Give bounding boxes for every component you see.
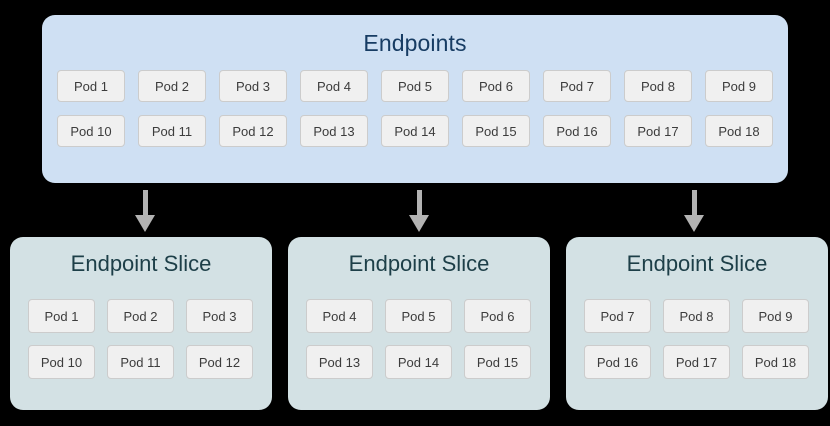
endpoints-pod-row: Pod 1 Pod 2 Pod 3 Pod 4 Pod 5 Pod 6 Pod … xyxy=(57,70,773,102)
endpoint-slice-panel: Endpoint Slice Pod 4 Pod 5 Pod 6 Pod 13 … xyxy=(288,237,550,410)
endpoint-slice-pod-row: Pod 13 Pod 14 Pod 15 xyxy=(306,345,532,379)
endpoints-pod-row: Pod 10 Pod 11 Pod 12 Pod 13 Pod 14 Pod 1… xyxy=(57,115,773,147)
arrow-shaft xyxy=(417,190,422,217)
pod-chip[interactable]: Pod 17 xyxy=(663,345,730,379)
pod-chip[interactable]: Pod 13 xyxy=(300,115,368,147)
pod-chip[interactable]: Pod 4 xyxy=(306,299,373,333)
pod-chip[interactable]: Pod 11 xyxy=(138,115,206,147)
pod-chip[interactable]: Pod 4 xyxy=(300,70,368,102)
pod-chip[interactable]: Pod 12 xyxy=(219,115,287,147)
pod-chip[interactable]: Pod 10 xyxy=(28,345,95,379)
pod-chip[interactable]: Pod 14 xyxy=(385,345,452,379)
down-arrow-icon xyxy=(681,190,707,232)
arrow-head xyxy=(409,215,429,232)
pod-chip[interactable]: Pod 8 xyxy=(624,70,692,102)
pod-chip[interactable]: Pod 6 xyxy=(462,70,530,102)
pod-chip[interactable]: Pod 18 xyxy=(705,115,773,147)
endpoint-slice-title: Endpoint Slice xyxy=(70,251,212,276)
endpoints-title: Endpoints xyxy=(363,30,467,56)
pod-chip[interactable]: Pod 3 xyxy=(186,299,253,333)
pod-chip[interactable]: Pod 2 xyxy=(107,299,174,333)
down-arrow-icon xyxy=(406,190,432,232)
pod-chip[interactable]: Pod 6 xyxy=(464,299,531,333)
pod-chip[interactable]: Pod 1 xyxy=(57,70,125,102)
endpoint-slice-pod-grid: Pod 4 Pod 5 Pod 6 Pod 13 Pod 14 Pod 15 xyxy=(306,299,532,391)
pod-chip[interactable]: Pod 14 xyxy=(381,115,449,147)
endpoint-slice-title: Endpoint Slice xyxy=(348,251,490,276)
endpoint-slice-pod-row: Pod 10 Pod 11 Pod 12 xyxy=(28,345,254,379)
pod-chip[interactable]: Pod 9 xyxy=(742,299,809,333)
endpoint-slice-pod-row: Pod 16 Pod 17 Pod 18 xyxy=(584,345,810,379)
pod-chip[interactable]: Pod 5 xyxy=(381,70,449,102)
down-arrow-icon xyxy=(132,190,158,232)
pod-chip[interactable]: Pod 9 xyxy=(705,70,773,102)
pod-chip[interactable]: Pod 2 xyxy=(138,70,206,102)
pod-chip[interactable]: Pod 16 xyxy=(584,345,651,379)
pod-chip[interactable]: Pod 7 xyxy=(584,299,651,333)
endpoint-slice-panel: Endpoint Slice Pod 1 Pod 2 Pod 3 Pod 10 … xyxy=(10,237,272,410)
pod-chip[interactable]: Pod 18 xyxy=(742,345,809,379)
pod-chip[interactable]: Pod 13 xyxy=(306,345,373,379)
endpoint-slice-pod-grid: Pod 1 Pod 2 Pod 3 Pod 10 Pod 11 Pod 12 xyxy=(28,299,254,391)
pod-chip[interactable]: Pod 1 xyxy=(28,299,95,333)
pod-chip[interactable]: Pod 15 xyxy=(462,115,530,147)
pod-chip[interactable]: Pod 5 xyxy=(385,299,452,333)
endpoint-slice-pod-row: Pod 1 Pod 2 Pod 3 xyxy=(28,299,254,333)
arrow-head xyxy=(684,215,704,232)
endpoints-panel: Endpoints Pod 1 Pod 2 Pod 3 Pod 4 Pod 5 … xyxy=(42,15,788,183)
arrow-shaft xyxy=(692,190,697,217)
endpoint-slice-pod-row: Pod 4 Pod 5 Pod 6 xyxy=(306,299,532,333)
pod-chip[interactable]: Pod 10 xyxy=(57,115,125,147)
endpoint-slice-panel: Endpoint Slice Pod 7 Pod 8 Pod 9 Pod 16 … xyxy=(566,237,828,410)
pod-chip[interactable]: Pod 16 xyxy=(543,115,611,147)
pod-chip[interactable]: Pod 8 xyxy=(663,299,730,333)
pod-chip[interactable]: Pod 3 xyxy=(219,70,287,102)
endpoints-pod-grid: Pod 1 Pod 2 Pod 3 Pod 4 Pod 5 Pod 6 Pod … xyxy=(57,70,773,160)
pod-chip[interactable]: Pod 12 xyxy=(186,345,253,379)
endpoint-slice-pod-grid: Pod 7 Pod 8 Pod 9 Pod 16 Pod 17 Pod 18 xyxy=(584,299,810,391)
pod-chip[interactable]: Pod 15 xyxy=(464,345,531,379)
endpoint-slice-pod-row: Pod 7 Pod 8 Pod 9 xyxy=(584,299,810,333)
pod-chip[interactable]: Pod 7 xyxy=(543,70,611,102)
endpoint-slice-title: Endpoint Slice xyxy=(626,251,768,276)
arrow-head xyxy=(135,215,155,232)
pod-chip[interactable]: Pod 11 xyxy=(107,345,174,379)
pod-chip[interactable]: Pod 17 xyxy=(624,115,692,147)
arrow-shaft xyxy=(143,190,148,217)
